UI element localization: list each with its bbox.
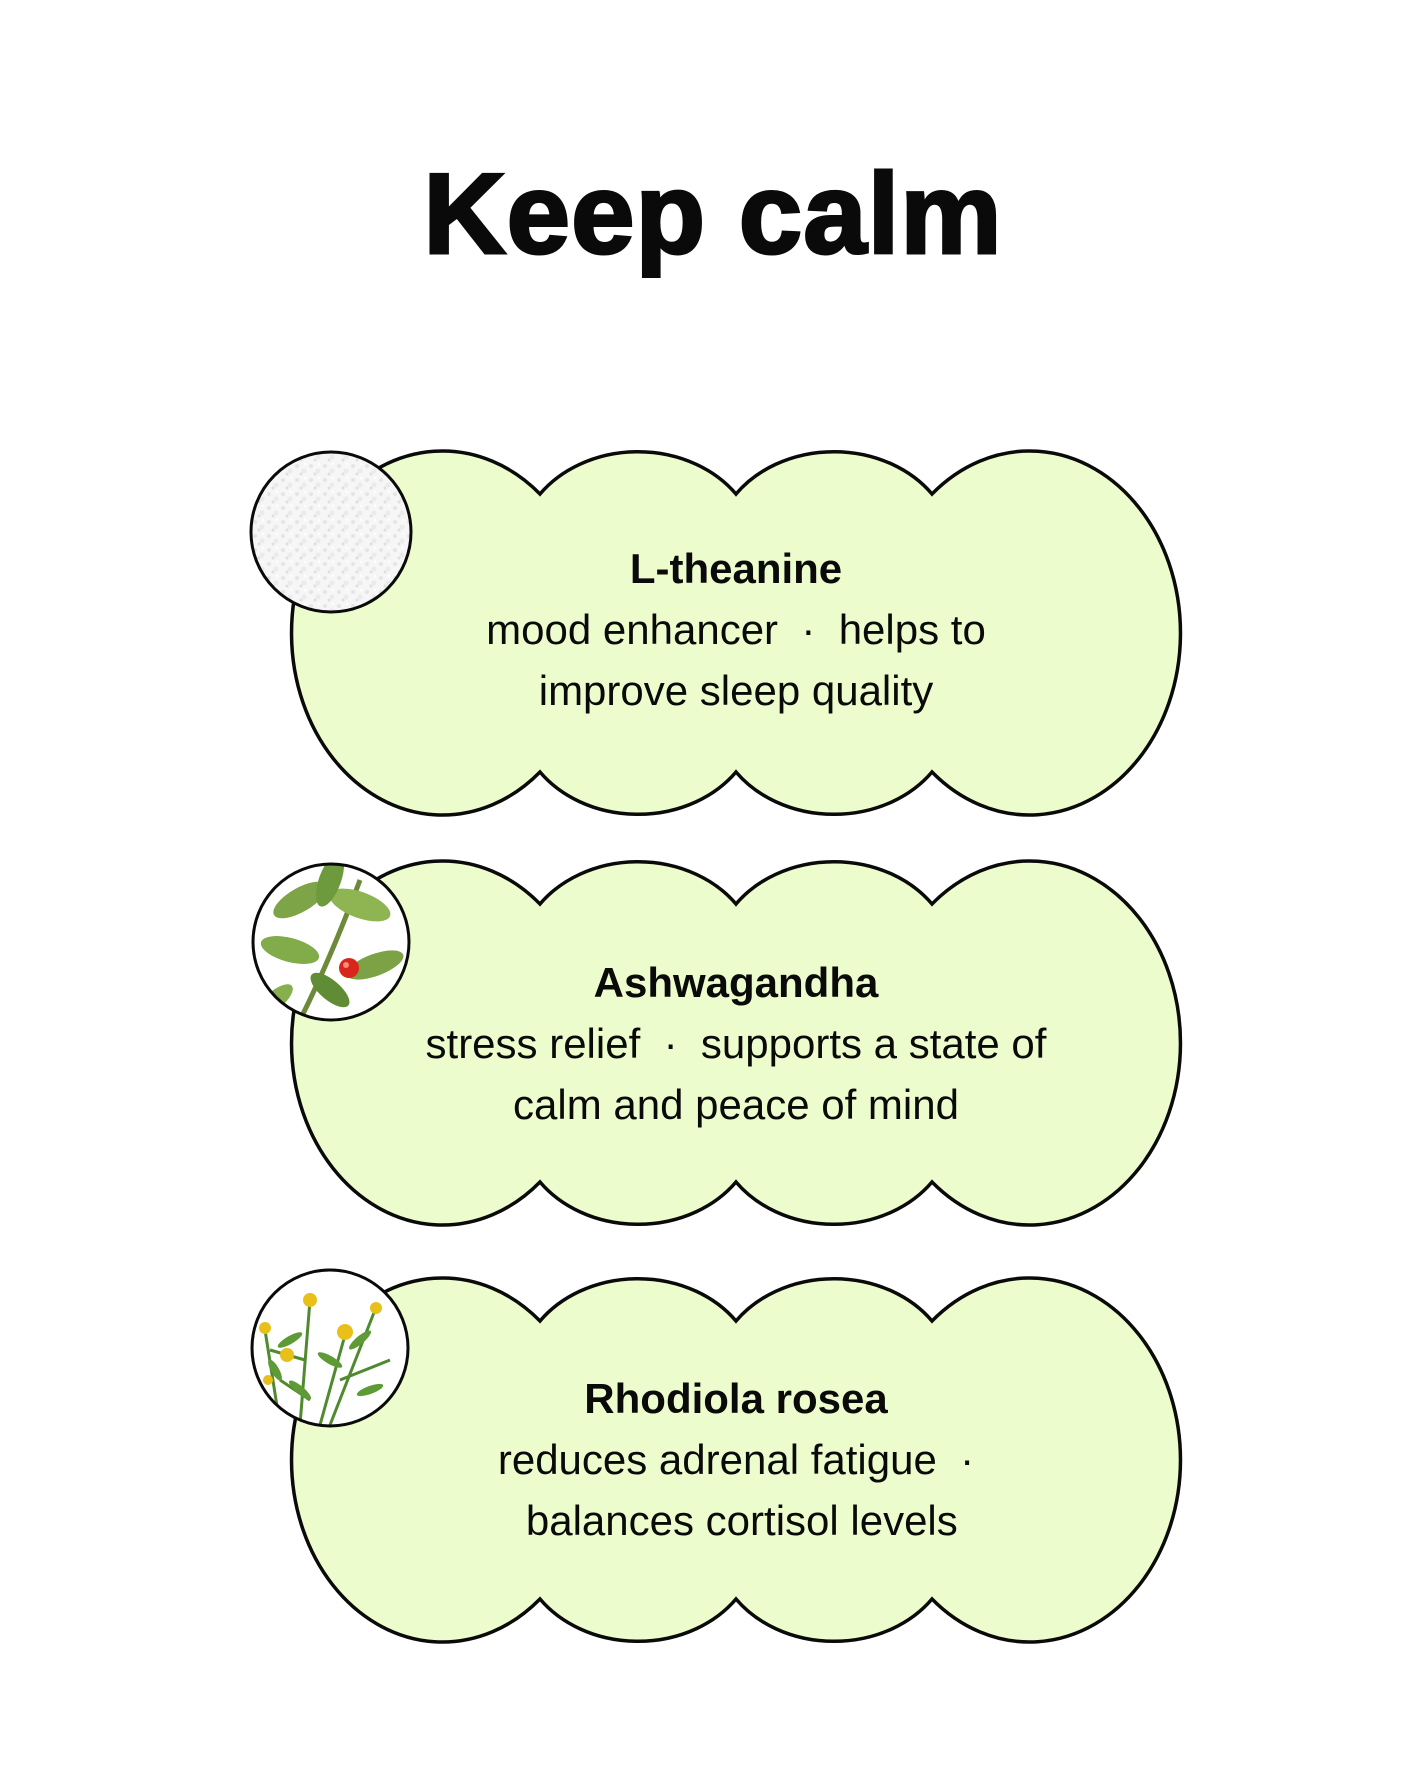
card-title: Rhodiola rosea <box>584 1375 888 1422</box>
card-title: Ashwagandha <box>593 959 879 1006</box>
card-ashwagandha: Ashwagandha stress relief · supports a s… <box>336 952 1136 1135</box>
card-description-line: mood enhancer · helps to <box>486 606 986 653</box>
ashwagandha-plant-image <box>251 862 411 1022</box>
card-title: L-theanine <box>629 545 843 592</box>
card-description-line: reduces adrenal fatigue · <box>497 1436 975 1483</box>
card-rhodiola-rosea: Rhodiola rosea reduces adrenal fatigue ·… <box>336 1368 1136 1551</box>
cloud-shape-3 <box>289 1276 1183 1644</box>
cloud-shape-1 <box>289 449 1183 817</box>
card-description-line: balances cortisol levels <box>514 1497 958 1544</box>
card-description-line: calm and peace of mind <box>513 1081 959 1128</box>
card-l-theanine: L-theanine mood enhancer · helps to impr… <box>336 538 1136 721</box>
card-description-line: stress relief · supports a state of <box>425 1020 1047 1067</box>
white-powder-image <box>249 450 413 614</box>
card-description-line: improve sleep quality <box>538 667 934 714</box>
cloud-shape-2 <box>289 859 1183 1227</box>
rhodiola-plant-image <box>250 1268 410 1428</box>
page-title: Keep calm <box>422 150 1003 280</box>
